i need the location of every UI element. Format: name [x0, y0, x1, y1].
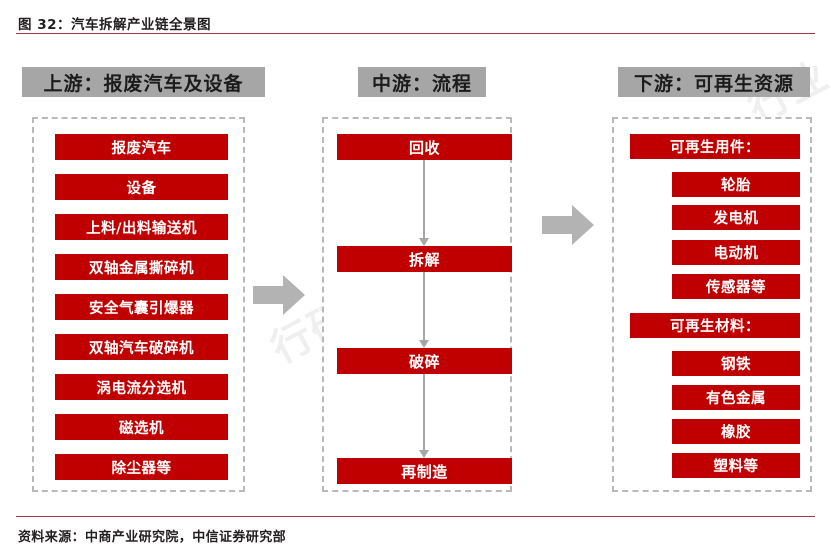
- upstream-item[interactable]: 设备: [55, 174, 228, 200]
- downstream-item[interactable]: 橡胶: [672, 419, 800, 444]
- downstream-item[interactable]: 电动机: [672, 240, 800, 265]
- downstream-item[interactable]: 塑料等: [672, 453, 800, 478]
- flow-arrow-crush-to-remanufacture-icon: [419, 374, 429, 458]
- source-note: 资料来源：中商产业研究院，中信证券研究部: [18, 530, 287, 545]
- downstream-item[interactable]: 轮胎: [672, 172, 800, 197]
- midstream-step[interactable]: 回收: [337, 134, 512, 160]
- upstream-item[interactable]: 涡电流分选机: [55, 374, 228, 400]
- arrow-upstream-to-midstream-icon: [253, 274, 305, 316]
- midstream-step[interactable]: 再制造: [337, 458, 512, 484]
- flow-arrow-dismantle-to-crush-icon: [419, 272, 429, 348]
- column-header-downstream: 下游：可再生资源: [618, 67, 810, 97]
- downstream-item[interactable]: 钢铁: [672, 351, 800, 376]
- midstream-step[interactable]: 破碎: [337, 348, 512, 374]
- upstream-item[interactable]: 双轴金属撕碎机: [55, 254, 228, 280]
- downstream-group-header[interactable]: 可再生用件：: [630, 134, 800, 159]
- column-header-upstream: 上游：报废汽车及设备: [22, 67, 265, 97]
- upstream-item[interactable]: 双轴汽车破碎机: [55, 334, 228, 360]
- downstream-item[interactable]: 传感器等: [672, 274, 800, 299]
- page-title: 图 32：汽车拆解产业链全景图: [18, 17, 211, 33]
- downstream-group-header[interactable]: 可再生材料：: [630, 313, 800, 338]
- upstream-item[interactable]: 安全气囊引爆器: [55, 294, 228, 320]
- title-divider: [16, 33, 815, 34]
- upstream-item[interactable]: 报废汽车: [55, 134, 228, 160]
- footer-divider: [16, 516, 815, 517]
- downstream-item[interactable]: 发电机: [672, 205, 800, 230]
- upstream-item[interactable]: 上料/出料输送机: [55, 214, 228, 240]
- upstream-item[interactable]: 磁选机: [55, 414, 228, 440]
- midstream-step[interactable]: 拆解: [337, 246, 512, 272]
- upstream-item[interactable]: 除尘器等: [55, 454, 228, 480]
- panel-midstream: [322, 117, 512, 492]
- column-header-midstream: 中游：流程: [358, 67, 486, 97]
- flow-arrow-recycle-to-dismantle-icon: [419, 160, 429, 246]
- arrow-midstream-to-downstream-icon: [542, 204, 594, 246]
- downstream-item[interactable]: 有色金属: [672, 385, 800, 410]
